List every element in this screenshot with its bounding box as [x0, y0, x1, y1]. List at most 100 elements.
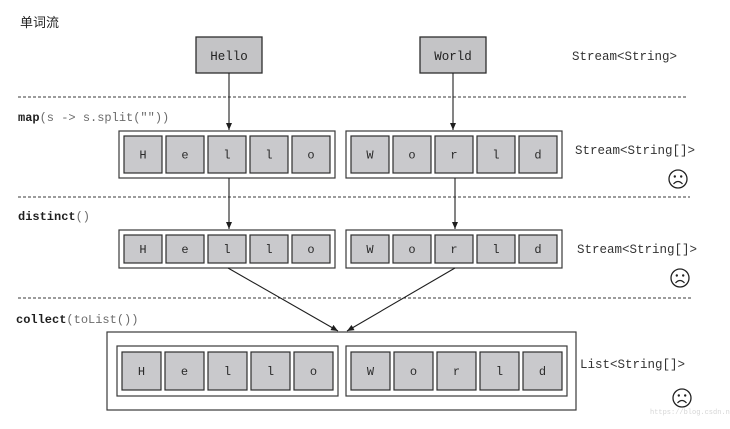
char-cell-text: l [265, 149, 272, 163]
operation-name: collect [16, 313, 66, 327]
char-cell [164, 351, 205, 391]
char-cell [522, 351, 563, 391]
source-word-text: Hello [210, 50, 248, 64]
char-cell [165, 135, 205, 174]
char-cell [436, 351, 477, 391]
char-cell [165, 234, 205, 264]
face-mouth [677, 399, 687, 404]
char-cell-text: r [450, 149, 457, 163]
stage1-type-label: Stream<String[]> [575, 144, 695, 158]
char-cell-text: o [307, 243, 314, 257]
face-eye [682, 274, 685, 277]
source-word-box [419, 36, 487, 74]
char-cell-text: d [539, 365, 546, 379]
char-cell [434, 135, 474, 174]
face-eye [684, 394, 687, 397]
stage3-type-label: List<String[]> [580, 358, 685, 372]
char-cell [250, 351, 291, 391]
face-eye [675, 274, 678, 277]
char-cell-text: l [223, 149, 230, 163]
stage3-operation: collect(toList()) [16, 313, 138, 327]
flow-arrow-world-collect [346, 267, 456, 332]
char-cell-text: W [366, 243, 374, 257]
char-cell [121, 351, 162, 391]
char-cell [207, 135, 247, 174]
watermark: https://blog.csdn.net/... [650, 409, 730, 417]
char-cell-text: o [408, 149, 415, 163]
sad-face-icon [672, 388, 692, 408]
char-cell [291, 234, 331, 264]
char-cell [392, 135, 432, 174]
char-cell [350, 135, 390, 174]
char-cell [293, 351, 334, 391]
char-cell-text: o [408, 243, 415, 257]
char-cell-text: o [310, 365, 317, 379]
source-word-hello: Hello [195, 36, 263, 74]
char-cell-text: e [181, 243, 188, 257]
char-cell [291, 135, 331, 174]
char-cell-text: e [181, 149, 188, 163]
char-cell-text: l [492, 149, 499, 163]
source-word-world: World [419, 36, 487, 74]
stage1-operation: map(s -> s.split("")) [18, 111, 169, 125]
char-cell-text: o [410, 365, 417, 379]
face-eye [673, 175, 676, 178]
char-cell-text: W [367, 365, 375, 379]
source-word-text: World [434, 50, 472, 64]
char-cell-text: d [534, 149, 541, 163]
char-cell-text: l [224, 365, 231, 379]
char-cell-text: l [492, 243, 499, 257]
char-cell-text: l [496, 365, 503, 379]
char-cell [249, 234, 289, 264]
char-cell-text: H [139, 243, 146, 257]
char-cell-text: r [450, 243, 457, 257]
char-cell [392, 234, 432, 264]
face-eye [680, 175, 683, 178]
flow-arrow-hello-collect [227, 267, 339, 332]
char-cell [123, 135, 163, 174]
face-eye [677, 394, 680, 397]
char-cell-text: H [139, 149, 146, 163]
diagram-title: 单词流 [20, 16, 59, 31]
char-cell-text: e [181, 365, 188, 379]
char-cell [434, 234, 474, 264]
char-cell [518, 234, 558, 264]
operation-args: (toList()) [66, 313, 138, 327]
char-cell [476, 234, 516, 264]
face-outline [668, 169, 688, 189]
stage2-operation: distinct() [18, 210, 90, 224]
char-cell-text: l [265, 243, 272, 257]
sad-face-icon [670, 268, 690, 288]
operation-name: map [18, 111, 40, 125]
char-cell-text: H [138, 365, 145, 379]
stage0-type-label: Stream<String> [572, 50, 677, 64]
char-cell [350, 351, 391, 391]
face-mouth [673, 180, 683, 185]
char-cell [207, 351, 248, 391]
char-cell-text: r [453, 365, 460, 379]
stage2-type-label: Stream<String[]> [577, 243, 697, 257]
operation-name: distinct [18, 210, 76, 224]
char-cell-text: l [223, 243, 230, 257]
char-cell [393, 351, 434, 391]
face-outline [672, 388, 692, 408]
face-mouth [675, 279, 685, 284]
char-cell [123, 234, 163, 264]
char-cell [479, 351, 520, 391]
char-cell [518, 135, 558, 174]
char-cell [350, 234, 390, 264]
char-cell [249, 135, 289, 174]
face-outline [670, 268, 690, 288]
char-cell-text: d [534, 243, 541, 257]
char-cell-text: o [307, 149, 314, 163]
operation-args: () [76, 210, 90, 224]
sad-face-icon [668, 169, 688, 189]
operation-args: (s -> s.split("")) [40, 111, 170, 125]
char-cell-text: W [366, 149, 374, 163]
char-cell [207, 234, 247, 264]
char-cell [476, 135, 516, 174]
